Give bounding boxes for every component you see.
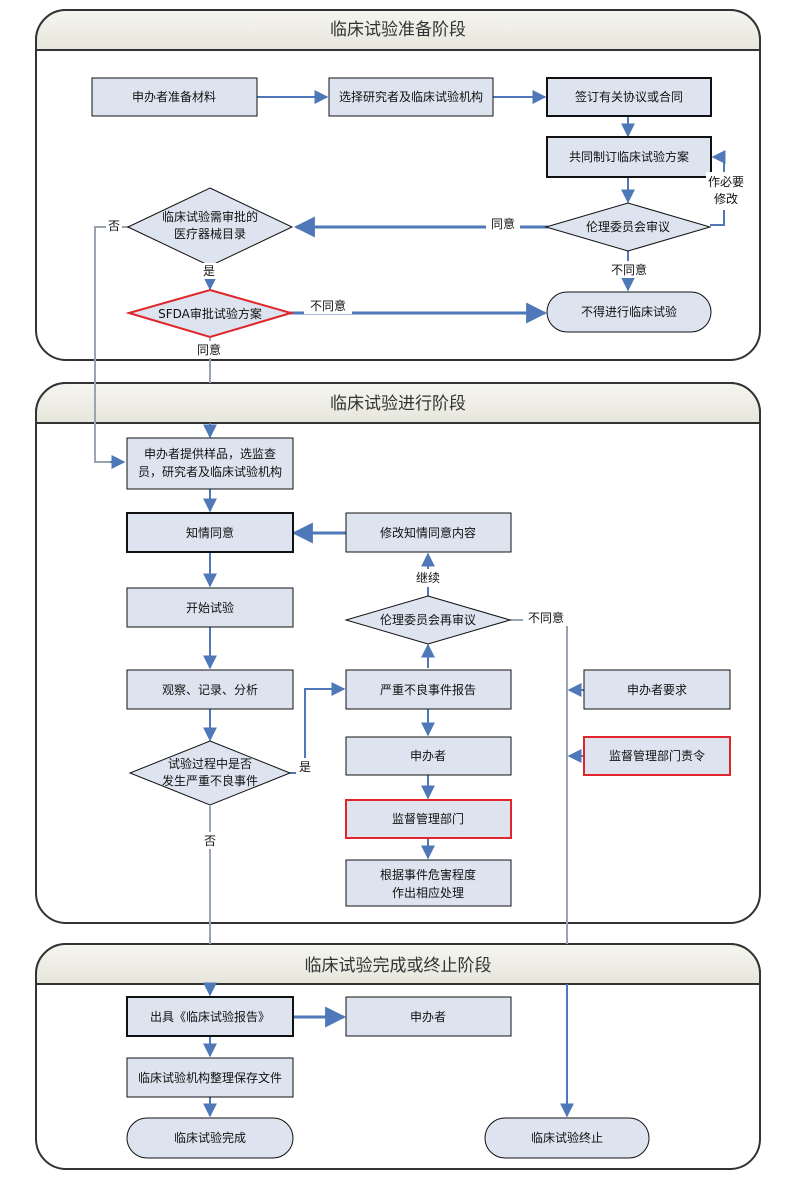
node-sponsor-mid-text: 申办者 — [410, 748, 446, 763]
node-handle-text-2: 作出相应处理 — [392, 885, 464, 900]
node-trial-complete — [126, 1117, 294, 1159]
node-sponsor-request — [583, 669, 731, 710]
node-sponsor-end-text: 申办者 — [410, 1009, 446, 1024]
node-trial-terminate — [484, 1117, 650, 1159]
node-regulator — [345, 799, 512, 839]
label-sfda-agree: 同意 — [197, 342, 221, 357]
label-revise-if-needed-2: 修改 — [714, 191, 738, 206]
phase-title-completion: 临床试验完成或终止阶段 — [305, 956, 492, 976]
node-sae-question-text-2: 发生严重不良事件 — [162, 773, 258, 788]
node-ethics-rereview-text: 伦理委员会再审议 — [380, 612, 476, 627]
node-select-investigator-text: 选择研究者及临床试验机构 — [339, 89, 483, 104]
phase-title-execution: 临床试验进行阶段 — [330, 394, 466, 414]
node-provide-samples-text-1: 申办者提供样品，选监查 — [144, 446, 276, 461]
node-handle-text-1: 根据事件危害程度 — [380, 867, 476, 882]
node-sponsor-prepare — [91, 77, 258, 117]
label-ethics-disagree: 不同意 — [611, 262, 647, 277]
node-sfda-approval — [125, 288, 295, 339]
node-start-trial — [126, 587, 294, 628]
phase-title-preparation: 临床试验准备阶段 — [330, 20, 466, 40]
label-question-yes: 是 — [299, 760, 311, 774]
node-archive — [126, 1057, 294, 1098]
node-sponsor-prepare-text: 申办者准备材料 — [132, 89, 216, 104]
node-sae-report-text: 严重不良事件报告 — [380, 682, 476, 697]
node-select-investigator — [328, 77, 494, 117]
node-not-allowed — [546, 291, 712, 333]
node-trial-complete-text: 临床试验完成 — [174, 1130, 246, 1145]
node-sign-agreement — [546, 77, 712, 117]
node-sae-question — [128, 740, 292, 806]
node-ethics-review-text: 伦理委员会审议 — [586, 219, 670, 234]
node-sae-question-text-1: 试验过程中是否 — [168, 756, 252, 771]
node-regulator-text: 监督管理部门 — [392, 811, 464, 826]
node-ethics-review — [544, 202, 712, 252]
label-ethics-agree: 同意 — [491, 216, 515, 231]
node-issue-report — [126, 996, 294, 1037]
node-provide-samples — [126, 437, 294, 490]
node-informed-consent-text: 知情同意 — [186, 525, 234, 540]
label-question-no: 否 — [204, 834, 216, 848]
node-sign-agreement-text: 签订有关协议或合同 — [575, 89, 683, 104]
node-draft-protocol — [546, 136, 712, 178]
node-issue-report-text: 出具《临床试验报告》 — [150, 1009, 270, 1024]
label-revise-if-needed-1: 作必要 — [708, 175, 744, 189]
node-informed-consent — [126, 512, 294, 553]
node-regulator-order — [583, 736, 731, 776]
label-sfda-disagree: 不同意 — [310, 298, 346, 313]
node-handle — [345, 859, 512, 907]
node-ethics-rereview — [344, 595, 512, 645]
node-draft-protocol-text: 共同制订临床试验方案 — [569, 149, 689, 164]
label-rereview-disagree: 不同意 — [528, 610, 564, 625]
node-sponsor-end — [345, 996, 512, 1037]
node-device-catalog-text-2: 医疗器械目录 — [174, 226, 246, 241]
node-sae-report — [345, 669, 512, 710]
nodes: 申办者准备材料 选择研究者及临床试验机构 签订有关协议或合同 共同制订临床试验方… — [91, 77, 731, 1159]
node-sponsor-request-text: 申办者要求 — [627, 682, 687, 697]
label-catalog-yes: 是 — [203, 264, 215, 278]
node-sponsor-mid — [345, 736, 512, 776]
edge-labels: 否 同意 作必要 修改 不同意 是 不同意 同意 继续 不同意 是 否 — [106, 172, 746, 849]
label-continue: 继续 — [416, 571, 440, 585]
node-sfda-approval-text: SFDA审批试验方案 — [158, 306, 262, 321]
node-not-allowed-text: 不得进行临床试验 — [581, 304, 677, 319]
node-start-trial-text: 开始试验 — [186, 600, 234, 615]
node-observe-text: 观察、记录、分析 — [162, 683, 258, 697]
node-revise-consent-text: 修改知情同意内容 — [380, 525, 476, 540]
node-trial-terminate-text: 临床试验终止 — [531, 1130, 603, 1145]
node-provide-samples-text-2: 员，研究者及临床试验机构 — [138, 464, 282, 479]
node-revise-consent — [345, 512, 512, 553]
label-catalog-no: 否 — [108, 219, 120, 233]
node-archive-text: 临床试验机构整理保存文件 — [138, 1070, 282, 1085]
node-observe — [126, 669, 294, 710]
node-regulator-order-text: 监督管理部门责令 — [609, 748, 705, 763]
node-device-catalog-text-1: 临床试验需审批的 — [162, 209, 258, 224]
